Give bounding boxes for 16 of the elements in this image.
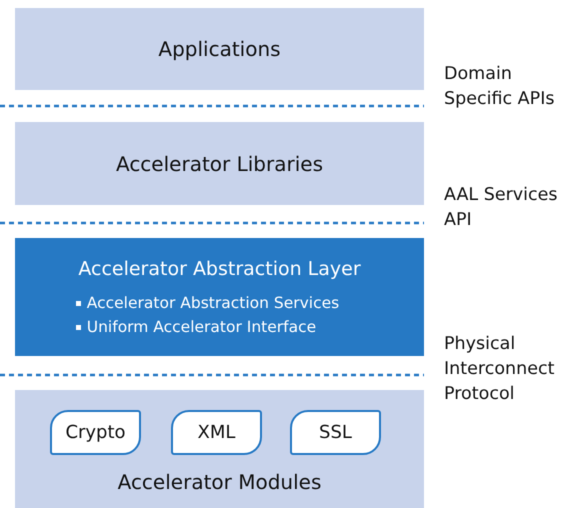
interface-label: AAL Services API xyxy=(444,184,559,232)
layer-title: Accelerator Abstraction Layer xyxy=(78,256,361,282)
layer-title: Accelerator Modules xyxy=(116,469,322,496)
interface-label: Physical Interconnect Protocol xyxy=(444,333,556,406)
layer-box xyxy=(15,8,424,90)
bullet-item: Accelerator Abstraction Services xyxy=(76,291,340,316)
layer-box xyxy=(15,238,424,356)
interface-label: Domain Specific APIs xyxy=(444,63,556,111)
module-box: XML xyxy=(171,410,262,455)
layer-box xyxy=(15,122,424,205)
layer-title: Applications xyxy=(158,36,281,63)
module-box: Crypto xyxy=(50,410,141,455)
bullet-item: Uniform Accelerator Interface xyxy=(76,315,316,340)
layer-title: Accelerator Libraries xyxy=(116,150,323,178)
module-box: SSL xyxy=(290,410,381,455)
layer-box xyxy=(15,390,424,508)
